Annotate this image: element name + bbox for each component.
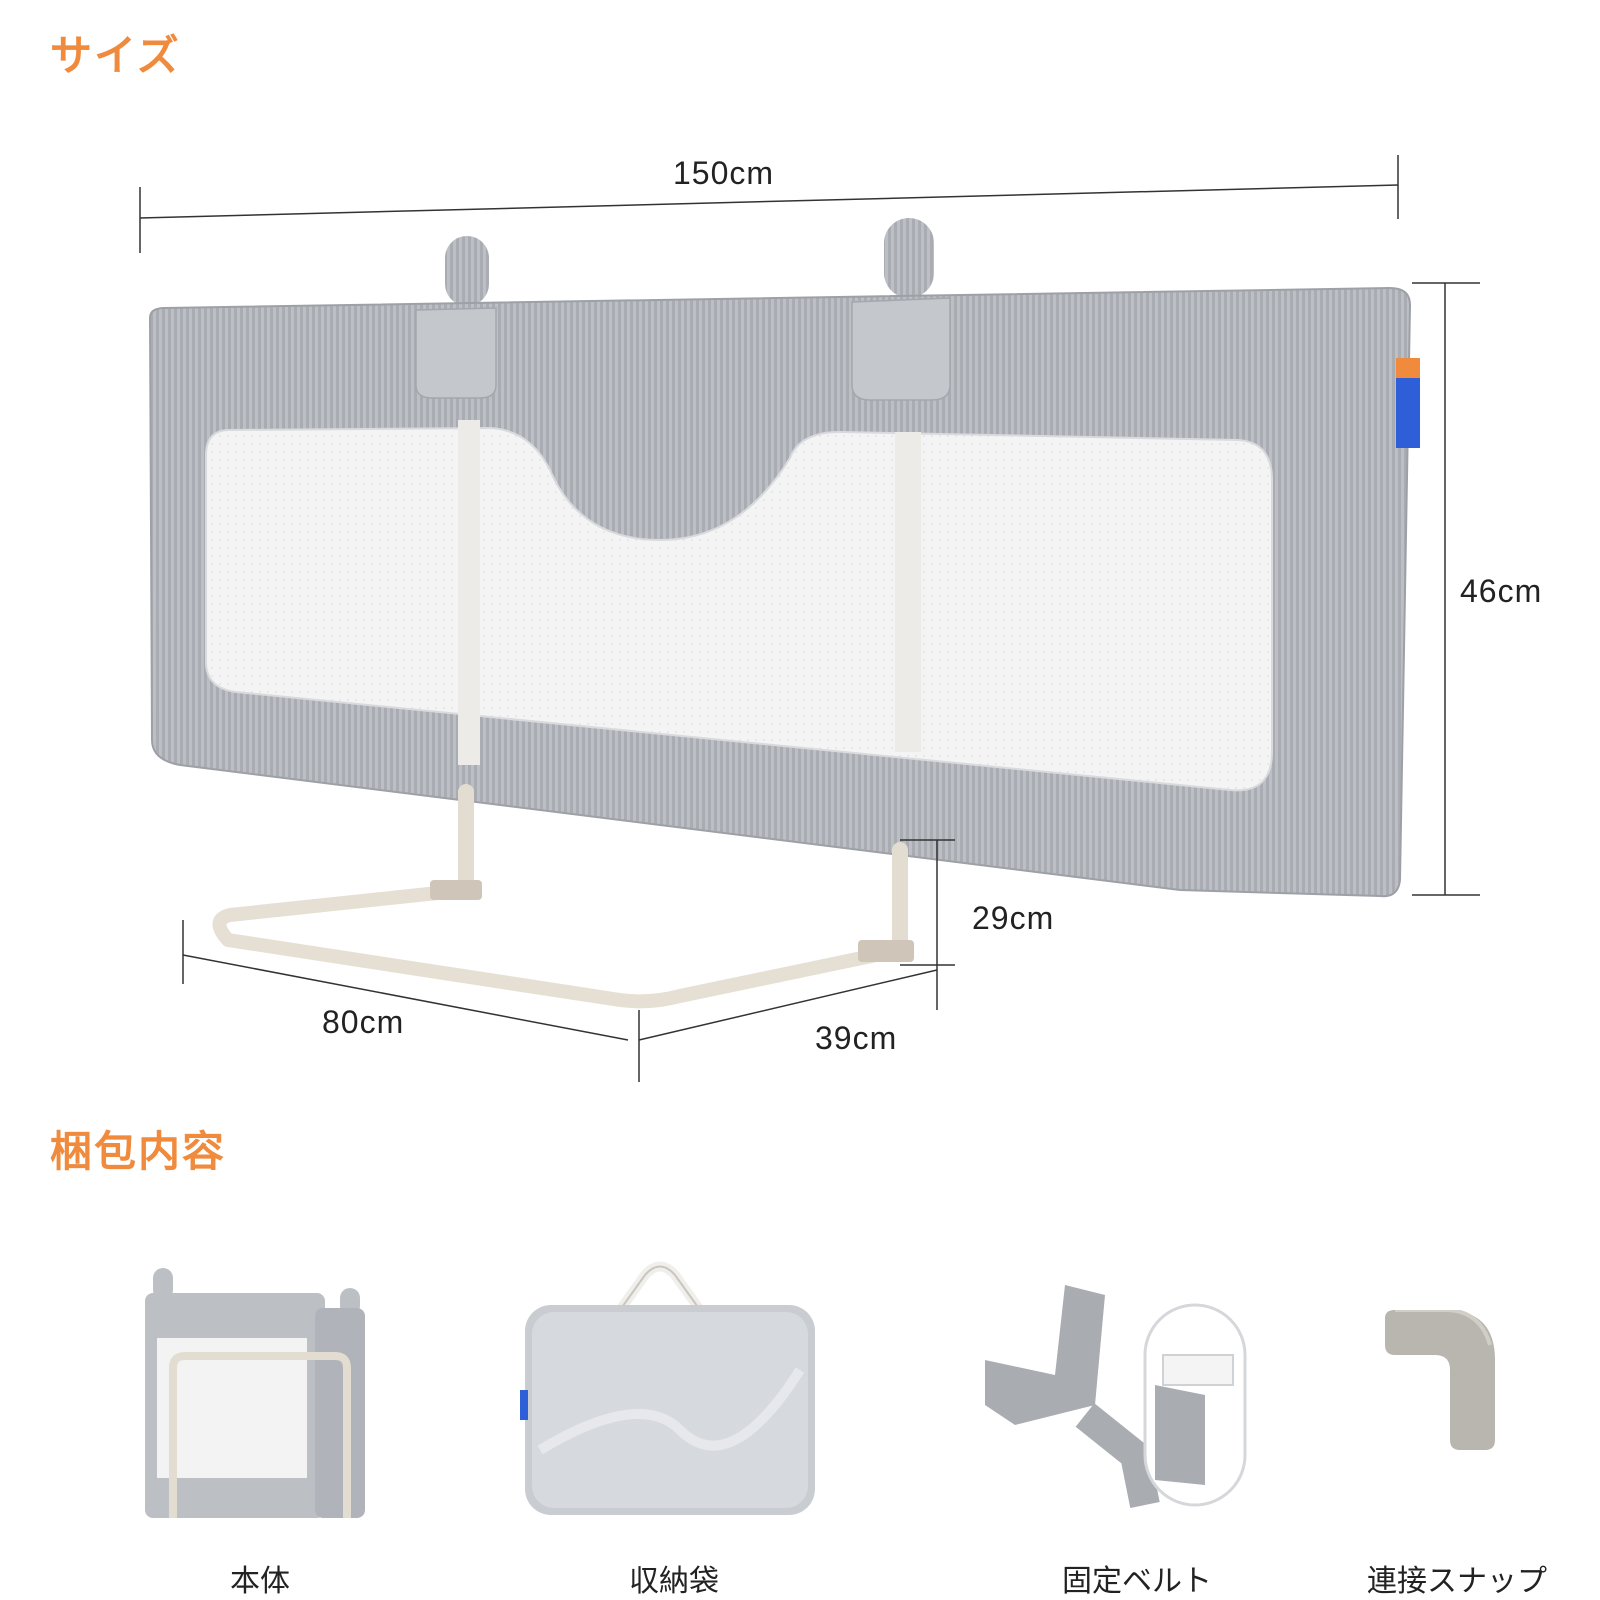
rail-panel bbox=[148, 286, 1420, 898]
item-label-main-body: 本体 bbox=[230, 1564, 290, 1599]
bed-rail-folded-icon bbox=[145, 1268, 365, 1518]
size-section-title: サイズ bbox=[50, 31, 181, 80]
width-label: 150cm bbox=[673, 155, 775, 191]
height-label: 46cm bbox=[1460, 573, 1543, 609]
leg-height-label: 29cm bbox=[972, 900, 1055, 936]
fixing-belt-icon bbox=[985, 1285, 1247, 1508]
leg-height-dimension-line bbox=[900, 839, 955, 1010]
base-frame bbox=[212, 784, 908, 1009]
item-label-storage-bag: 収納袋 bbox=[629, 1564, 719, 1599]
storage-bag-icon bbox=[520, 1261, 815, 1515]
base-depth-label: 39cm bbox=[815, 1020, 898, 1056]
contents-section-title: 梱包内容 bbox=[50, 1127, 227, 1176]
ear-handle-left bbox=[445, 236, 489, 306]
height-dimension-line bbox=[1412, 282, 1480, 896]
base-frame-joints bbox=[430, 880, 914, 962]
item-label-fixing-belt: 固定ベルト bbox=[1062, 1564, 1212, 1599]
connector-snap-icon bbox=[1385, 1310, 1495, 1450]
base-length-label: 80cm bbox=[322, 1004, 405, 1040]
item-label-connector-snap: 連接スナップ bbox=[1367, 1564, 1547, 1599]
ear-handle-right bbox=[884, 218, 934, 298]
width-dimension-line bbox=[139, 155, 1399, 253]
bed-rail-diagram bbox=[139, 155, 1480, 1082]
base-dimension-lines bbox=[182, 920, 938, 1082]
